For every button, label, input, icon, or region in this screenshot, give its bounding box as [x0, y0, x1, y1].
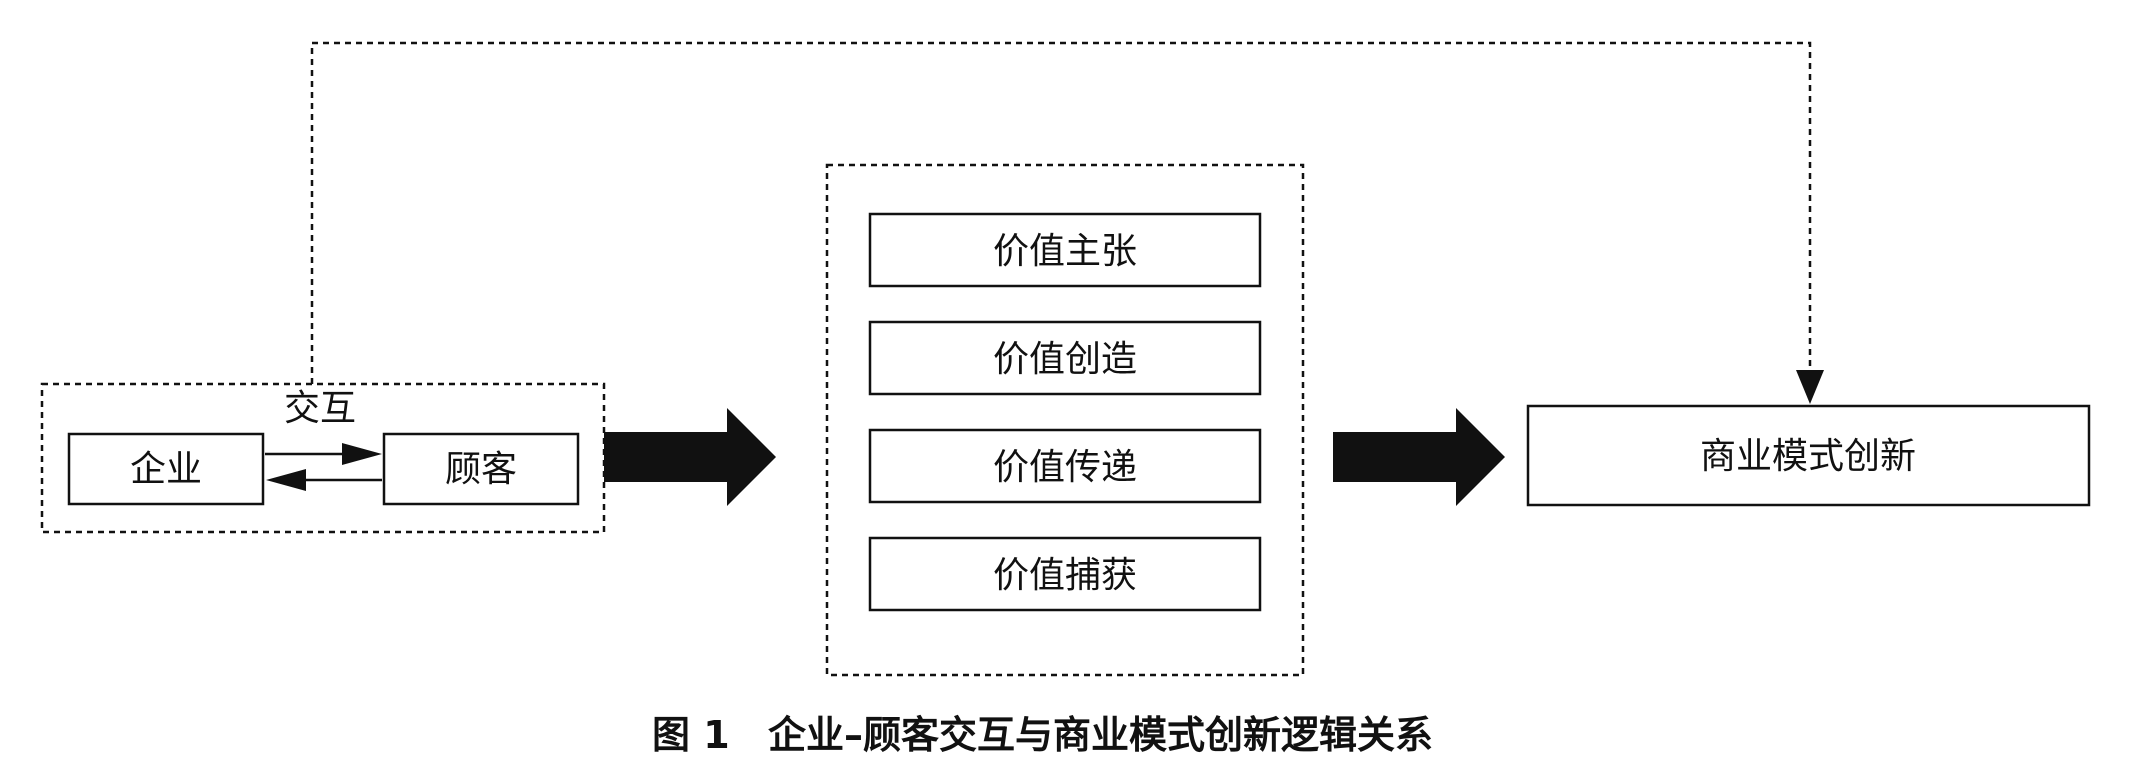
- customer-label: 顾客: [445, 449, 517, 490]
- customer-to-enterprise-arrowhead: [266, 469, 306, 491]
- value-item-box: [868, 212, 1262, 288]
- outcome-label: 商业模式创新: [1700, 436, 1916, 477]
- value-item-box: [868, 428, 1262, 504]
- figure-title: 企业–顾客交互与商业模式创新逻辑关系: [768, 713, 1433, 757]
- feedback-dashed-path: [310, 41, 1812, 384]
- value-item-label: 价值传递: [993, 447, 1137, 488]
- value-item-label: 价值主张: [993, 231, 1137, 272]
- value-chain-group: [825, 163, 1305, 677]
- outcome-box: [1526, 404, 2091, 507]
- flow-arrow-2: [1333, 408, 1505, 506]
- value-item-label: 价值捕获: [993, 555, 1137, 596]
- enterprise-box: [67, 432, 265, 506]
- interaction-group: [40, 382, 606, 534]
- customer-box: [382, 432, 580, 506]
- enterprise-to-customer-arrowhead: [342, 443, 382, 465]
- value-item-box: [868, 320, 1262, 396]
- value-item-label: 价值创造: [993, 339, 1137, 380]
- figure-number: 图 1: [652, 713, 730, 757]
- enterprise-label: 企业: [130, 449, 202, 490]
- flow-arrow-1: [604, 408, 776, 506]
- value-item-box: [868, 536, 1262, 612]
- feedback-arrowhead: [1796, 370, 1824, 404]
- interaction-label: 交互: [284, 388, 356, 429]
